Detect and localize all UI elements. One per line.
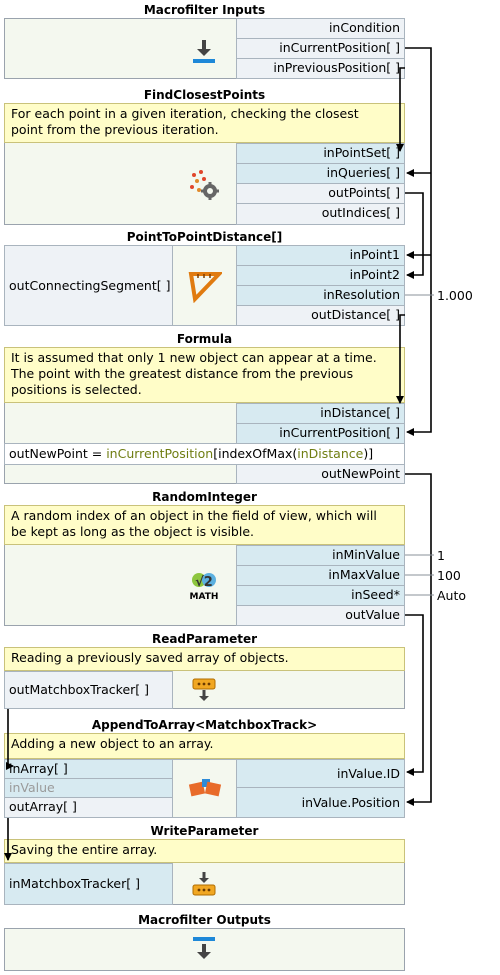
port-in-min-value[interactable]: inMinValue [236, 545, 405, 566]
read-parameter-title: ReadParameter [151, 632, 258, 646]
append-to-array-comment: Adding a new object to an array. [4, 733, 405, 759]
wire-tracker-array [6, 709, 14, 770]
formula-var-distance: inDistance [297, 446, 364, 461]
port-out-value[interactable]: outValue [236, 605, 405, 626]
write-parameter-title: WriteParameter [150, 824, 259, 838]
append-array-icon [188, 773, 222, 803]
port-out-array[interactable]: outArray[ ] [4, 797, 173, 818]
port-in-current-position-formula[interactable]: inCurrentPosition[ ] [236, 423, 405, 444]
port-in-matchbox-tracker[interactable]: inMatchboxTracker[ ] [4, 863, 173, 905]
port-in-value-disabled[interactable]: inValue [4, 778, 173, 798]
wire-distance [396, 314, 405, 404]
upload-arrow-icon [190, 935, 218, 963]
svg-text:√2: √2 [195, 575, 213, 590]
math-icon: √2 MATH [186, 570, 222, 604]
append-to-array-title: AppendToArray<MatchboxTrack> [91, 718, 318, 732]
download-arrow-icon [190, 37, 218, 65]
port-in-array[interactable]: inArray[ ] [4, 759, 173, 779]
wire-current-position-formula [405, 47, 432, 436]
port-in-value-id[interactable]: inValue.ID [236, 759, 405, 788]
formula-expression[interactable]: outNewPoint = inCurrentPosition[indexOfM… [4, 443, 405, 465]
min-value[interactable]: 1 [437, 548, 445, 563]
port-out-new-point[interactable]: outNewPoint [236, 464, 405, 484]
read-parameter-comment: Reading a previously saved array of obje… [4, 647, 405, 671]
write-parameter-icon [190, 870, 218, 898]
port-in-queries[interactable]: inQueries[ ] [236, 163, 405, 184]
formula-comment: It is assumed that only 1 new object can… [4, 347, 405, 403]
port-in-point-set[interactable]: inPointSet[ ] [236, 143, 405, 164]
port-out-connecting-segment[interactable]: outConnectingSegment[ ] [4, 245, 173, 326]
random-integer-title: RandomInteger [152, 490, 257, 504]
find-closest-points-comment: For each point in a given iteration, che… [4, 103, 405, 143]
write-parameter-comment: Saving the entire array. [4, 839, 405, 863]
ruler-triangle-icon [188, 269, 224, 304]
formula-var-current-position: inCurrentPosition [106, 446, 214, 461]
wire-previous-position-point-set [396, 67, 405, 152]
seed-value[interactable]: Auto [437, 588, 467, 603]
port-out-points[interactable]: outPoints[ ] [236, 183, 405, 204]
port-in-previous-position[interactable]: inPreviousPosition[ ] [236, 58, 405, 79]
wire-value-id [405, 614, 424, 776]
macrofilter-outputs-title: Macrofilter Outputs [138, 913, 271, 927]
port-out-distance[interactable]: outDistance[ ] [236, 305, 405, 326]
port-out-matchbox-tracker[interactable]: outMatchboxTracker[ ] [4, 671, 173, 709]
formula-suffix: )] [363, 446, 374, 461]
math-icon-label: MATH [189, 592, 219, 602]
resolution-value[interactable]: 1.000 [437, 288, 473, 303]
read-parameter-icon [190, 676, 218, 704]
wire-out-points-point2 [405, 192, 424, 279]
formula-title: Formula [176, 332, 233, 346]
points-gear-icon [188, 168, 220, 200]
macrofilter-inputs-title: Macrofilter Inputs [143, 3, 266, 17]
find-closest-points-title: FindClosestPoints [143, 88, 266, 102]
max-value[interactable]: 100 [437, 568, 461, 583]
formula-mid: [indexOfMax( [213, 446, 298, 461]
port-out-indices[interactable]: outIndices[ ] [236, 203, 405, 225]
random-integer-comment: A random index of an object in the field… [4, 505, 405, 545]
wire-new-point-position [405, 473, 432, 806]
port-in-value-position[interactable]: inValue.Position [236, 787, 405, 818]
formula-prefix: outNewPoint = [9, 446, 107, 461]
point-to-point-distance-title: PointToPointDistance[] [126, 230, 283, 244]
